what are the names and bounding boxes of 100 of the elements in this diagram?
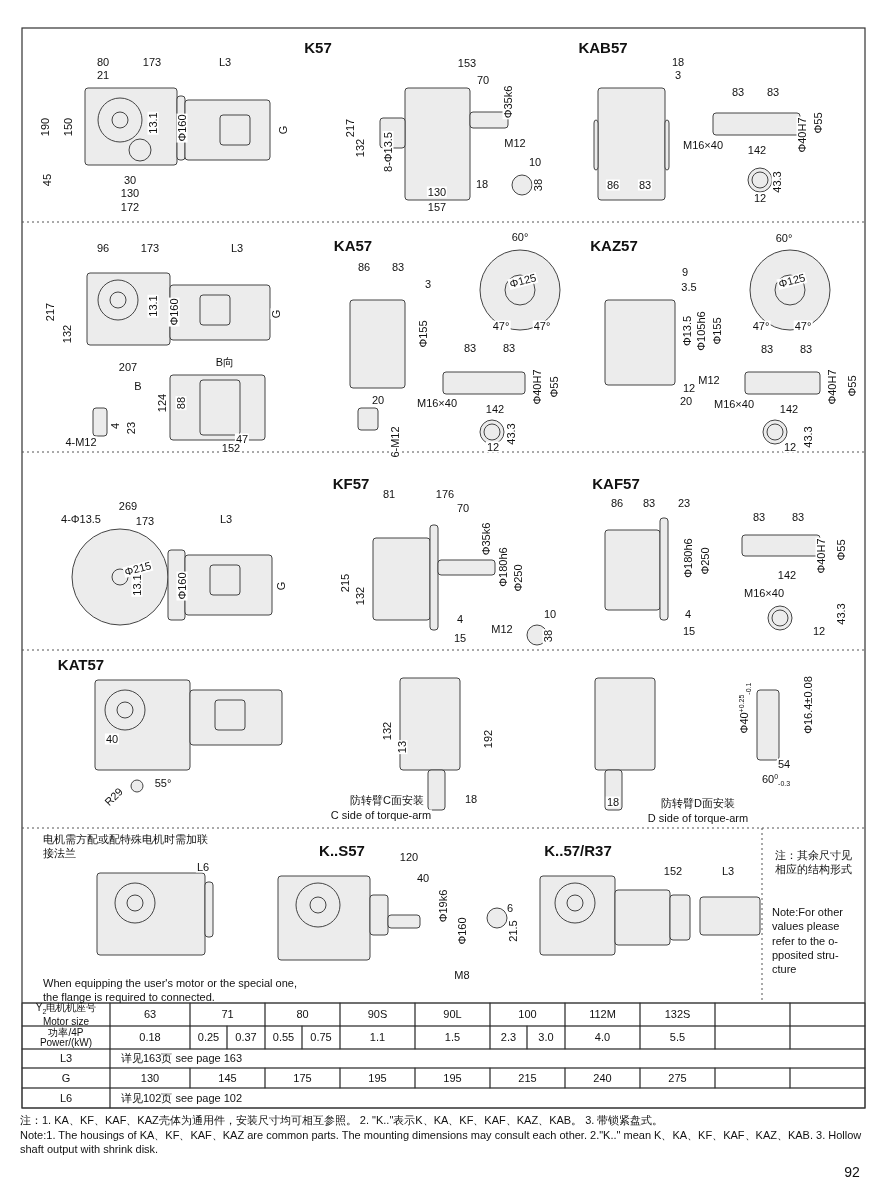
dimension-label: 20 bbox=[370, 394, 386, 406]
dimension-label: 142 bbox=[484, 403, 506, 415]
dimension-label: 30 bbox=[122, 174, 138, 186]
dimension-label: 190 bbox=[39, 116, 51, 138]
dimension-label: M12 bbox=[503, 137, 527, 149]
dimension-label: D side of torque-arm bbox=[646, 812, 750, 824]
dimension-label: Φ155 bbox=[711, 316, 723, 346]
dimension-label: 47° bbox=[751, 320, 771, 332]
dimension-label: 150 bbox=[62, 116, 74, 138]
table-value: 5.5 bbox=[669, 1032, 686, 1043]
dimension-label: M12 bbox=[697, 374, 721, 386]
dimension-label: 4 bbox=[455, 613, 465, 625]
dimension-label: 83 bbox=[759, 343, 775, 355]
note-text: Note:For other values please refer to the o- pposited stru- cture bbox=[772, 905, 844, 977]
dimension-label: 83 bbox=[790, 511, 806, 523]
dimension-label: L6 bbox=[195, 861, 211, 873]
dimension-label: 47° bbox=[491, 320, 511, 332]
dimension-label: 4-M12 bbox=[64, 436, 98, 448]
dimension-label: 40 bbox=[104, 733, 120, 745]
dimension-label: 86 bbox=[356, 261, 372, 273]
dimension-label: 13.1 bbox=[147, 111, 159, 135]
dimension-label: 18 bbox=[474, 178, 490, 190]
dimension-label: 152 bbox=[662, 865, 684, 877]
dimension-label: 43.3 bbox=[771, 170, 783, 194]
dimension-label: G bbox=[277, 124, 289, 136]
table-header: L3 bbox=[59, 1053, 73, 1064]
dimension-label: 142 bbox=[778, 403, 800, 415]
dimension-label: 6 bbox=[505, 902, 515, 914]
dimension-label: Φ55 bbox=[846, 374, 858, 398]
dimension-label: 23 bbox=[676, 497, 692, 509]
table-header: L6 bbox=[59, 1092, 73, 1104]
table-value: 0.25 bbox=[197, 1032, 220, 1043]
dimension-label: 54 bbox=[776, 758, 792, 770]
dimension-label: Φ13.5 bbox=[681, 314, 693, 348]
table-value: 112M bbox=[589, 1009, 616, 1020]
table-header: G bbox=[61, 1072, 71, 1084]
dimension-label: 172 bbox=[119, 201, 141, 213]
table-value: 0.75 bbox=[310, 1032, 332, 1043]
dimension-label: 18 bbox=[670, 56, 686, 68]
dimension-label: L3 bbox=[218, 513, 234, 525]
dimension-label: 83 bbox=[751, 511, 767, 523]
dimension-label: Φ40H7 bbox=[531, 368, 543, 406]
dimension-label: 86 bbox=[609, 497, 625, 509]
view-title: KF57 bbox=[332, 475, 370, 491]
dimension-label: 83 bbox=[798, 343, 814, 355]
dimension-label: 15 bbox=[681, 625, 697, 637]
table-value: 145 bbox=[218, 1072, 237, 1084]
dimension-label: 96 bbox=[95, 242, 111, 254]
dimension-label: 18 bbox=[605, 796, 621, 808]
dimension-label: 23 bbox=[125, 420, 137, 436]
table-value: 0.18 bbox=[139, 1032, 161, 1043]
dimension-label: 20 bbox=[678, 395, 694, 407]
dimension-label: 防转臂D面安装 bbox=[660, 797, 736, 809]
dimension-label: Φ55 bbox=[812, 111, 824, 135]
dimension-label: 12 bbox=[485, 441, 501, 453]
dimension-label: 173 bbox=[141, 56, 163, 68]
dimension-label: Φ35k6 bbox=[502, 84, 514, 120]
dimension-label: Φ35k6 bbox=[480, 521, 492, 557]
view-title: K..S57 bbox=[319, 842, 365, 858]
dimension-label: 4 bbox=[109, 421, 121, 431]
dimension-label: 269 bbox=[117, 500, 139, 512]
dimension-label: Φ160 bbox=[176, 113, 188, 143]
table-value: 详见102页 see page 102 bbox=[121, 1092, 243, 1104]
dimension-label: 21.5 bbox=[507, 919, 519, 943]
note-text: Note:1. The housings of KA、KF、KAF、KAZ are common parts. The mounting dimensions may consult each other. 2."K.." mean K、KA、KF、KAF、KAZ、KAB. 3. Hollow shaft output with shrink disk. bbox=[20, 1128, 863, 1157]
table-value: 90L bbox=[443, 1009, 462, 1020]
dimension-label: 132 bbox=[381, 720, 393, 742]
dimension-label: Φ250 bbox=[512, 563, 524, 593]
dimension-label: M12 bbox=[490, 623, 514, 635]
dimension-label: 83 bbox=[390, 261, 406, 273]
table-value: 130 bbox=[140, 1072, 160, 1084]
dimension-label: 83 bbox=[637, 179, 653, 191]
dimension-label: L3 bbox=[229, 242, 245, 254]
dimension-label: 217 bbox=[44, 301, 56, 323]
dimension-label: C side of torque-arm bbox=[329, 809, 433, 821]
caption-text: When equipping the user's motor or the special one, the flange is required to connected. bbox=[43, 976, 299, 1004]
dimension-label: 47 bbox=[234, 433, 250, 445]
view-title: KAZ57 bbox=[590, 237, 638, 253]
dimension-label: 47° bbox=[793, 320, 813, 332]
dimension-label: 38 bbox=[532, 177, 544, 193]
dimension-label: 83 bbox=[501, 342, 517, 354]
dimension-label: 157 bbox=[426, 201, 448, 213]
dimension-label: 60° bbox=[510, 231, 530, 243]
dimension-label: 217 bbox=[344, 117, 356, 139]
dimension-label: Φ160 bbox=[456, 916, 468, 946]
view-title: K57 bbox=[304, 39, 332, 55]
dimension-label: Φ160 bbox=[176, 571, 188, 601]
dimension-label: 132 bbox=[354, 137, 366, 159]
table-value: 215 bbox=[518, 1072, 537, 1084]
table-value: 1.1 bbox=[369, 1032, 386, 1043]
table-value: 175 bbox=[293, 1072, 312, 1084]
dimension-label: 207 bbox=[117, 361, 139, 373]
dimension-label: 12 bbox=[681, 382, 697, 394]
view-title: K..57/R37 bbox=[544, 842, 612, 858]
dimension-label: 124 bbox=[156, 392, 168, 414]
dimension-label: 12 bbox=[752, 192, 768, 204]
dimension-label: 12 bbox=[811, 625, 827, 637]
table-value: 63 bbox=[143, 1009, 157, 1020]
dimension-label: 83 bbox=[765, 86, 781, 98]
dimension-label: 3.5 bbox=[680, 281, 698, 293]
